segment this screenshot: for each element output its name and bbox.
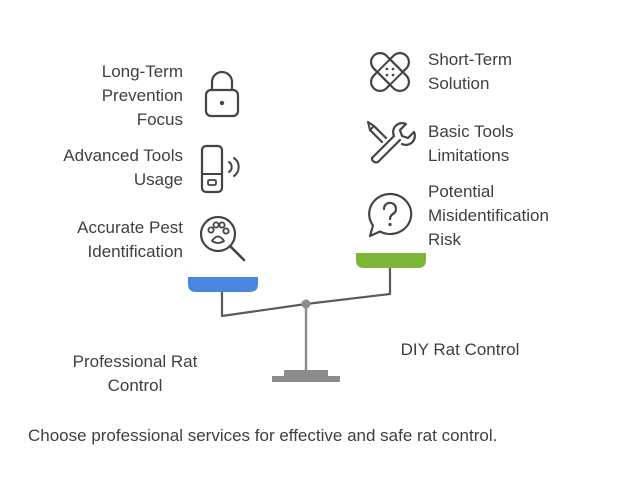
diy-label: DIY Rat Control (400, 340, 520, 359)
paw-magnifier-icon (196, 210, 250, 266)
professional-pan (188, 277, 258, 292)
question-bubble-icon (364, 190, 416, 242)
bandage-icon (364, 46, 416, 98)
lock-icon (200, 68, 244, 118)
diy-item-short-term-solution: Short-Term Solution (428, 50, 513, 93)
scale-base (272, 370, 340, 382)
conclusion-text: Choose professional services for effecti… (28, 426, 498, 445)
wrench-icon (364, 118, 416, 166)
professional-label: Professional Rat Control (72, 352, 198, 395)
diy-item-basic-tools-limitations: Basic Tools Limitations (428, 122, 514, 165)
diy-pan (356, 253, 426, 268)
diy-item-misidentification-risk: Potential Misidentification Risk (428, 182, 549, 249)
professional-item-long-term-prevention: Long-Term Prevention Focus (101, 62, 183, 129)
professional-item-accurate-identification: Accurate Pest Identification (77, 218, 183, 261)
scale-pivot (301, 299, 311, 309)
sensor-device-icon (200, 144, 246, 194)
professional-item-advanced-tools: Advanced Tools Usage (63, 146, 183, 189)
